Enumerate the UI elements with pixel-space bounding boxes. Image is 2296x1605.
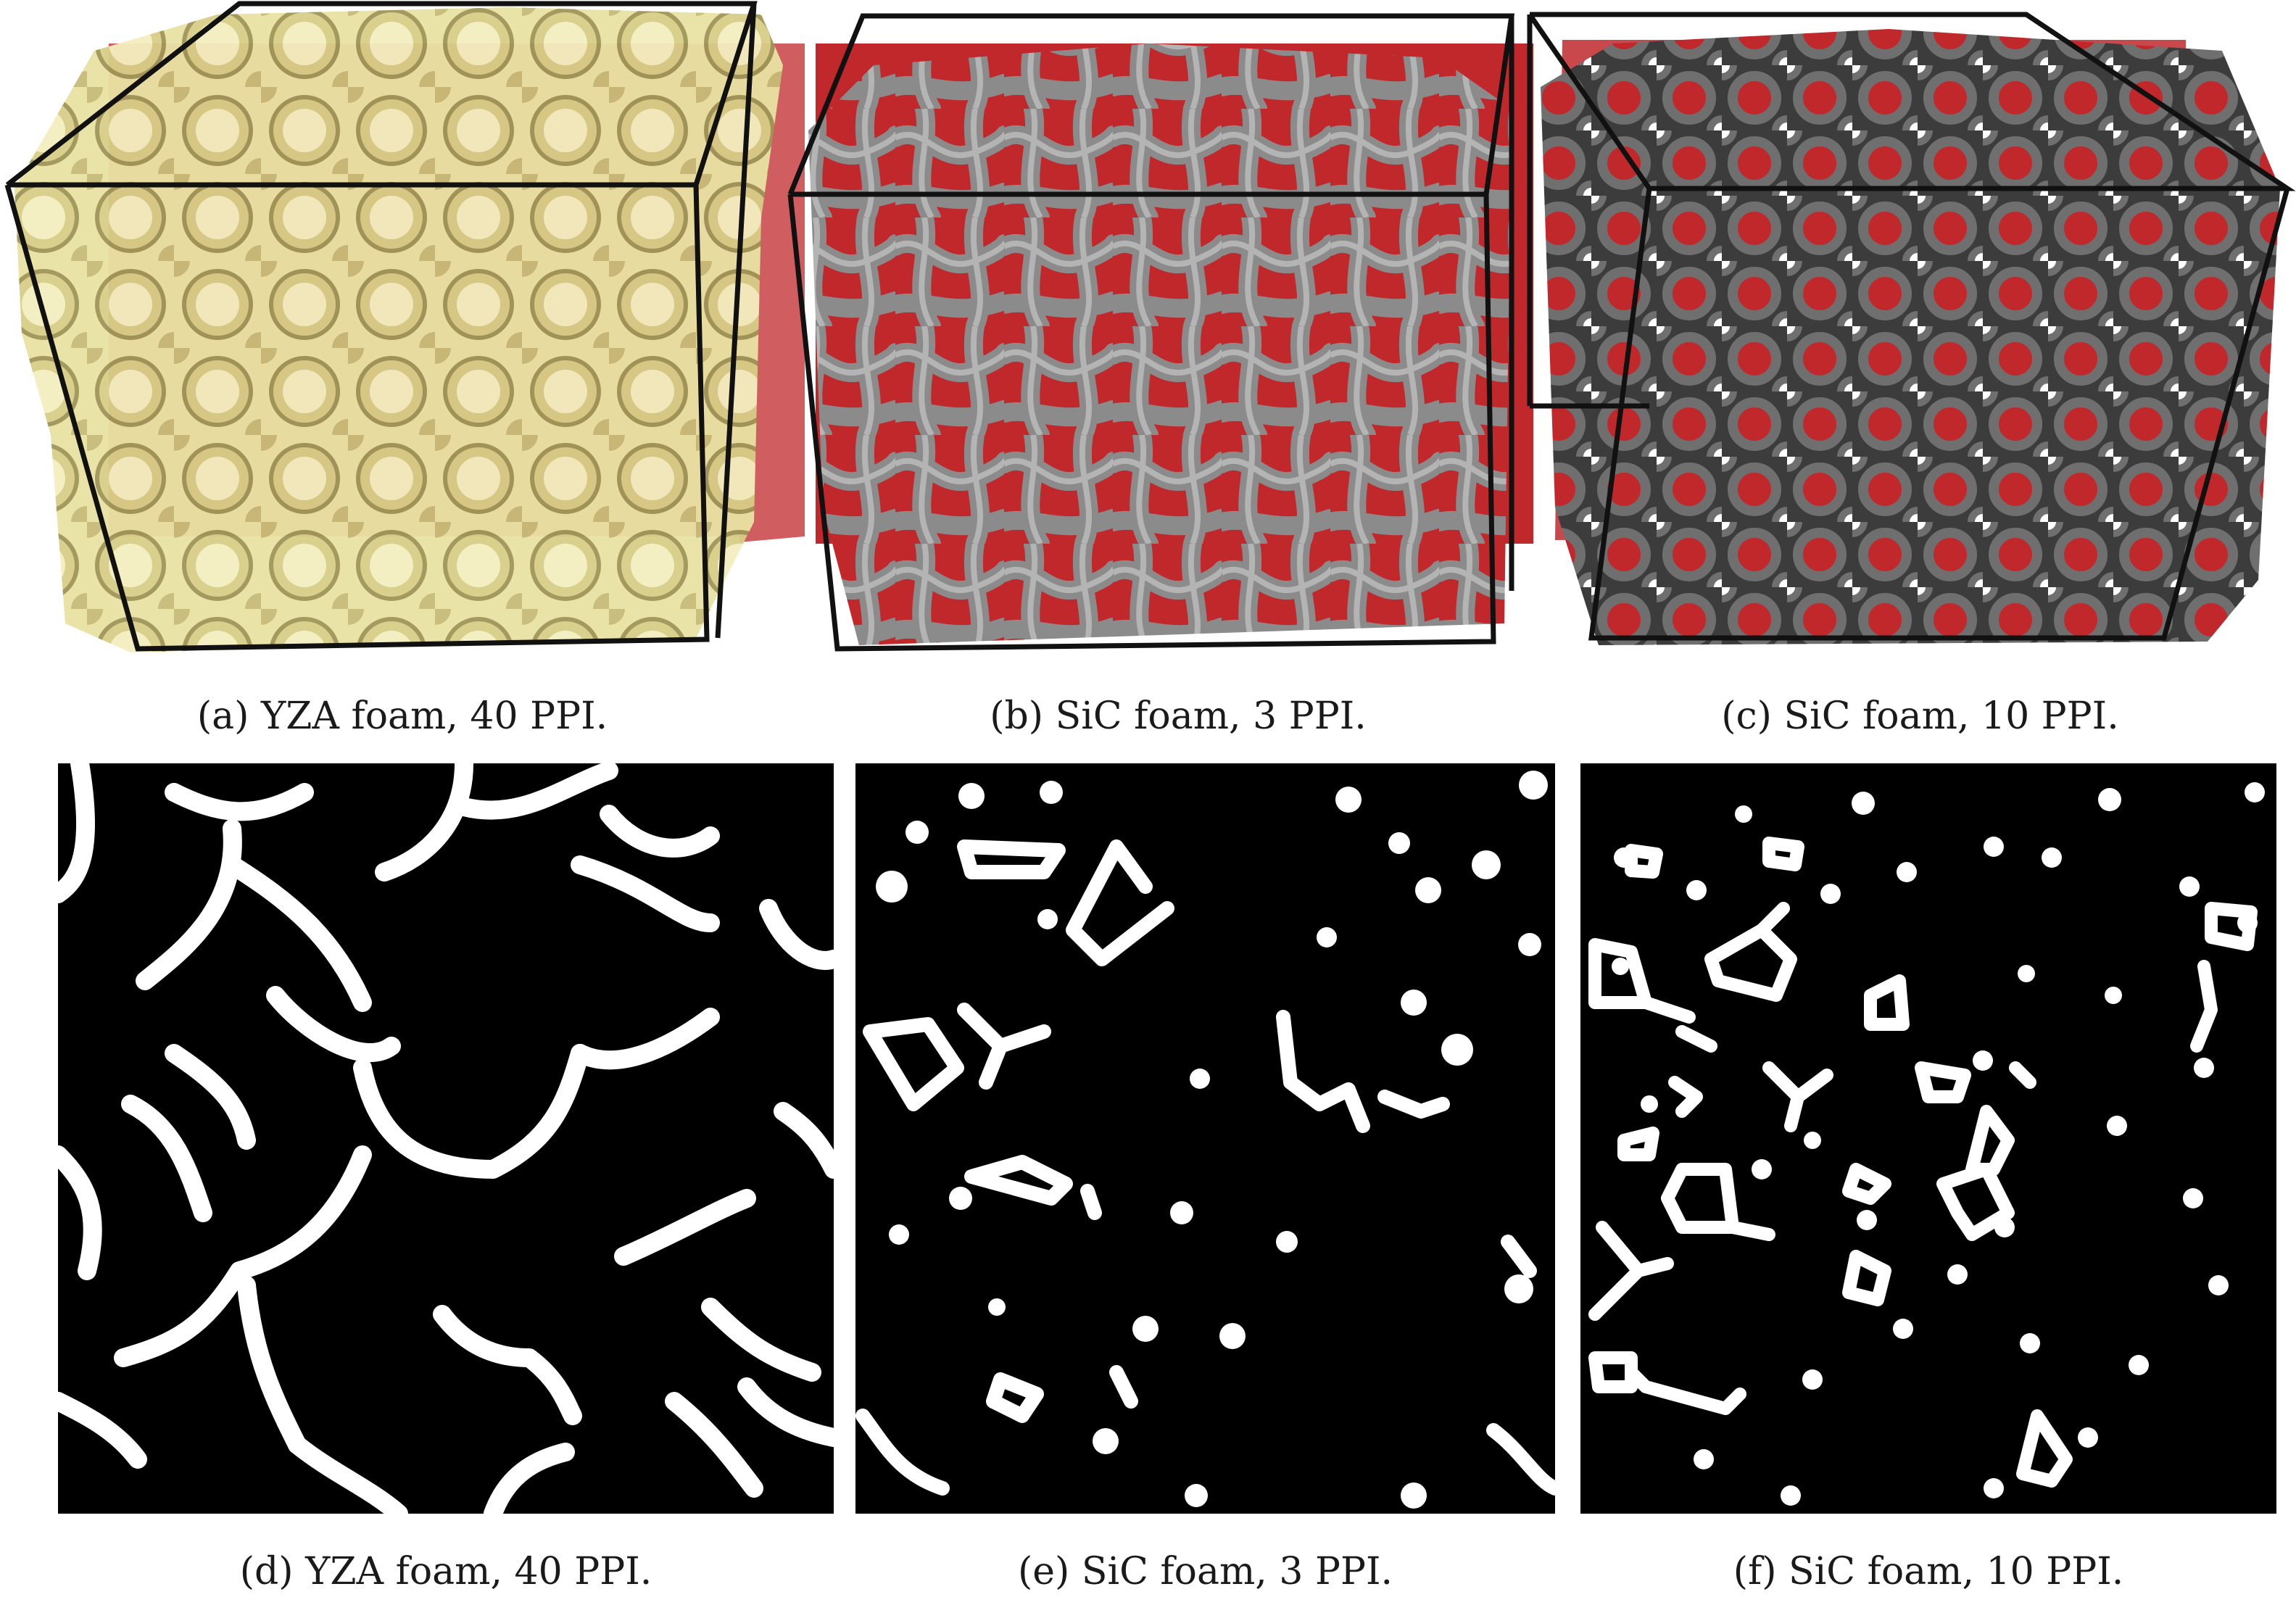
sic-10ppi-render [1527,12,2296,645]
sic-10ppi-binary-slice [1588,782,2265,1506]
caption-b: (b) SiC foam, 3 PPI. [990,694,1367,738]
panel-c-sic10-render [1526,0,2296,660]
caption-e: (e) SiC foam, 3 PPI. [1017,1550,1393,1593]
foam-body [14,7,783,652]
bounding-box [1527,12,2296,641]
yza-binary-slice [58,763,834,1514]
panel-d-yza-slice [58,763,834,1514]
caption-d: (d) YZA foam, 40 PPI. [239,1550,652,1593]
sic-3ppi-render [787,13,1533,652]
panel-a-yza-render [0,0,805,660]
caption-f: (f) SiC foam, 10 PPI. [1733,1550,2124,1593]
foam-body [808,43,1512,645]
panel-f-sic10-slice [1580,763,2276,1514]
bounding-box [4,1,758,652]
bounding-box [787,13,1515,652]
foam-body [1541,29,2280,645]
panel-b-sic3-render [787,0,1537,660]
yza-foam-render [4,1,805,652]
panel-e-sic3-slice [855,763,1555,1514]
caption-a: (a) YZA foam, 40 PPI. [196,694,608,738]
sic-3ppi-binary-slice [855,771,1555,1509]
caption-c: (c) SiC foam, 10 PPI. [1721,694,2119,738]
